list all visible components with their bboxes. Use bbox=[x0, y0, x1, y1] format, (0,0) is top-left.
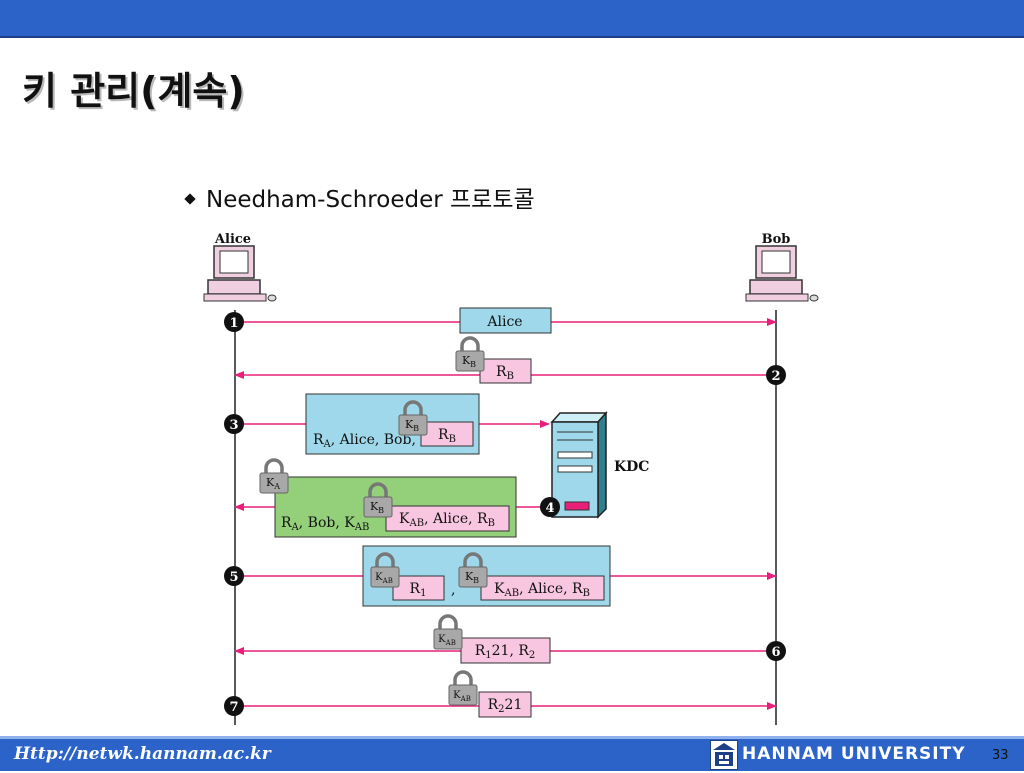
svg-text:4: 4 bbox=[545, 501, 554, 516]
alice-label: Alice bbox=[214, 232, 251, 247]
svg-text:,: , bbox=[451, 582, 455, 598]
footer-bar: Http://netwk.hannam.ac.kr HANNAM UNIVERS… bbox=[0, 736, 1024, 771]
lock-icon: KB bbox=[458, 552, 488, 588]
lock-icon: KA bbox=[259, 458, 289, 494]
lock-icon: KAB bbox=[433, 614, 463, 650]
bob-computer-icon bbox=[745, 245, 819, 302]
lock-icon: KB bbox=[398, 400, 428, 436]
message-text-4: RA, Bob, KAB bbox=[281, 515, 369, 533]
message-text-3: RA, Alice, Bob, bbox=[313, 432, 416, 450]
svg-text:1: 1 bbox=[229, 316, 238, 331]
lock-icon: KB bbox=[455, 336, 485, 372]
message-box-1 bbox=[459, 307, 552, 334]
alice-computer-icon bbox=[203, 245, 277, 302]
svg-text:5: 5 bbox=[229, 570, 238, 585]
message-box-2 bbox=[479, 358, 532, 384]
svg-text:6: 6 bbox=[771, 645, 780, 660]
lock-icon: KB bbox=[363, 482, 393, 518]
step-badge-3: 3 bbox=[224, 414, 244, 434]
university-logo-icon bbox=[710, 740, 738, 770]
svg-text:3: 3 bbox=[229, 418, 238, 433]
step-badge-6: 6 bbox=[766, 641, 786, 661]
lock-icon: KAB bbox=[370, 552, 400, 588]
message-text-1: Alice bbox=[486, 314, 522, 330]
bullet-text: Needham-Schroeder 프로토콜 bbox=[206, 187, 535, 213]
footer-university: HANNAM UNIVERSITY bbox=[742, 744, 966, 764]
message-text-7: R221 bbox=[488, 697, 523, 715]
step-badge-7: 7 bbox=[224, 696, 244, 716]
message-text-6: R121, R2 bbox=[475, 643, 536, 661]
step-badge-1: 1 bbox=[224, 312, 244, 332]
step-badge-5: 5 bbox=[224, 566, 244, 586]
step-badge-2: 2 bbox=[766, 365, 786, 385]
kdc-label: KDC bbox=[614, 459, 649, 475]
page-number: 33 bbox=[992, 748, 1009, 763]
message-box-6 bbox=[460, 637, 551, 664]
step-badge-4: 4 bbox=[540, 497, 560, 517]
slide-title: 키 관리(계속) bbox=[22, 69, 245, 113]
message-box-7 bbox=[478, 691, 532, 718]
bob-label: Bob bbox=[762, 232, 791, 247]
svg-text:7: 7 bbox=[229, 700, 238, 715]
svg-text:2: 2 bbox=[771, 369, 780, 384]
kdc-server-icon bbox=[550, 411, 608, 519]
lock-icon: KAB bbox=[448, 670, 478, 706]
bullet-item: Needham-Schroeder 프로토콜 bbox=[184, 180, 535, 214]
needham-schroeder-diagram: Alice Bob Alice RB KB RB RA, Alice, Bob,… bbox=[203, 232, 819, 725]
top-bar bbox=[0, 0, 1024, 38]
footer-url: Http://netwk.hannam.ac.kr bbox=[14, 744, 271, 764]
